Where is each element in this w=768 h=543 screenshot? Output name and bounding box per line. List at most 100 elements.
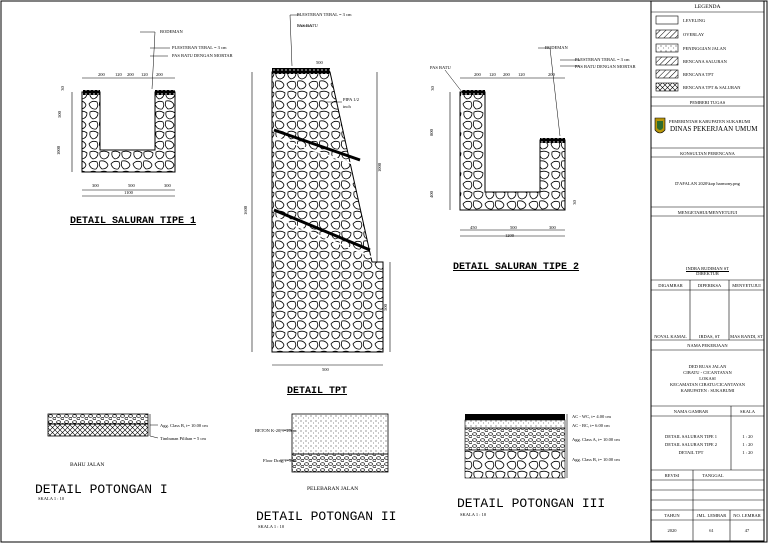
project-header: NAMA PEKERJAAN bbox=[687, 343, 728, 348]
legend-item-tpt-saluran: RENCANA TPT & SALURAN bbox=[683, 85, 741, 90]
title-saluran-tipe-1: DETAIL SALURAN TIPE 1 bbox=[70, 216, 197, 227]
potongan-1-drawing bbox=[47, 413, 159, 439]
dim-left-1b: 1000 bbox=[56, 146, 61, 155]
title-saluran-tipe-2: DETAIL SALURAN TIPE 2 bbox=[453, 262, 580, 273]
name-menyetujui: MAS RANDI, ST bbox=[730, 334, 763, 339]
legend-item-tpt: RENCANA TPT bbox=[683, 72, 714, 77]
dim-small-2: 30 bbox=[571, 200, 577, 205]
label-pas-batu-2: PAS BATU bbox=[430, 65, 451, 70]
dim-bottom-2c: 300 bbox=[549, 225, 556, 230]
label-ac-wc: AC - WC, t= 4.00 cm bbox=[572, 414, 611, 419]
project-line4: KECAMATAN CIBATU/CICANTAYAN bbox=[670, 382, 745, 387]
dim-total-1: 1100 bbox=[124, 190, 133, 195]
name-diperiksa: IRDAS, ST bbox=[698, 334, 720, 339]
label-agg-b-1: Agg. Class B, t= 10.00 cm bbox=[160, 423, 208, 428]
potongan-3-drawing bbox=[464, 414, 568, 479]
consultant-logo-text: D'AFALAN 2020\kop harmony.png bbox=[675, 181, 740, 186]
tpt-drawing bbox=[251, 14, 391, 366]
caption-bahu-jalan: BAHU JALAN bbox=[70, 462, 105, 468]
dim-right-bottom-tpt: 500 bbox=[382, 304, 388, 311]
dim-top-2a: 200 bbox=[474, 72, 481, 77]
col-diperiksa: DIPERIKSA bbox=[697, 283, 722, 288]
label-plesteran-1: PLESTERAN TEBAL = 3 cm bbox=[172, 45, 227, 50]
saluran-tipe-2-drawing bbox=[444, 47, 580, 237]
drawing-scale-header: SKALA bbox=[739, 409, 755, 414]
dim-bottom-1a: 300 bbox=[92, 183, 99, 188]
approval-person-sub: DIREKTUR bbox=[696, 271, 719, 276]
legend-item-overlay: OVERLAY bbox=[683, 32, 705, 37]
revision-col2: TANGGAL bbox=[702, 473, 724, 478]
drawing-item-2: DETAIL SALURAN TIPE 2 bbox=[664, 442, 717, 447]
label-bodeman-1: BODEMAN bbox=[160, 29, 183, 34]
dim-bottom-1c: 300 bbox=[164, 183, 171, 188]
label-pipa: PIPA 1/2 bbox=[343, 97, 359, 102]
project-line5: KABUPATEN : SUKABUMI bbox=[680, 388, 735, 393]
label-agg-a: Agg. Class A, t= 10.00 cm bbox=[572, 437, 620, 442]
label-plesteran-tpt: PLESTERAN TEBAL = 3 cm bbox=[297, 12, 352, 17]
dim-left-2c: 400 bbox=[428, 191, 434, 198]
dim-bottom-2a: 450 bbox=[470, 225, 477, 230]
drawing-scale-1: 1 : 20 bbox=[742, 434, 753, 439]
scale-potongan-3: SKALA 1 : 10 bbox=[460, 512, 487, 517]
saluran-tipe-1-drawing bbox=[71, 31, 176, 197]
label-ac-bc: AC - BC, t= 6.00 cm bbox=[572, 423, 610, 428]
dim-bottom-1b: 500 bbox=[128, 183, 135, 188]
footer-no: NO. LEMBAR bbox=[733, 513, 761, 518]
legend-title: LEGENDA bbox=[694, 4, 721, 10]
name-digambar: NOVAL KAMAL bbox=[654, 334, 687, 339]
dim-bottom-2b: 500 bbox=[510, 225, 517, 230]
dim-top-1d: 120 bbox=[141, 72, 148, 77]
label-inch: inch bbox=[343, 104, 351, 109]
dim-top-2d: 120 bbox=[518, 72, 525, 77]
legend-item-saluran: RENCANA SALURAN bbox=[683, 59, 727, 64]
drawing-item-3: DETAIL TPT bbox=[678, 450, 704, 455]
col-menyetujui: MENYETUJUI bbox=[732, 283, 761, 288]
dim-left-2a: 30 bbox=[429, 86, 435, 91]
label-bodeman-2: BODEMAN bbox=[545, 45, 568, 50]
dim-small-1: 30 bbox=[59, 86, 65, 91]
scale-potongan-2: SKALA 1 : 10 bbox=[258, 524, 285, 529]
dim-top-1a: 200 bbox=[98, 72, 105, 77]
footer-jml: JML. LEMBAR bbox=[696, 513, 727, 518]
label-pas-batu-mortar-2: PAS BATU DENGAN MORTAR bbox=[575, 64, 636, 69]
drawing-item-1: DETAIL SALURAN TIPE 1 bbox=[664, 434, 717, 439]
dim-top-2e: 200 bbox=[548, 72, 555, 77]
label-pas-batu-1: PAS BATU DENGAN MORTAR bbox=[172, 53, 233, 58]
dim-left-2b: 800 bbox=[428, 129, 434, 136]
footer-jml-value: 61 bbox=[709, 528, 714, 533]
dim-top-1c: 200 bbox=[127, 72, 134, 77]
potongan-2-drawing bbox=[280, 413, 389, 473]
dim-top-tpt: 500 bbox=[316, 60, 323, 65]
label-plesteran-2: PLESTERAN TEBAL = 3 cm bbox=[575, 57, 630, 62]
drawing-name-header: NAMA GAMBAR bbox=[673, 409, 709, 414]
project-line1: DED RUAS JALAN bbox=[688, 364, 727, 369]
approval-person: INDRA RUDIMAN ST bbox=[685, 266, 729, 271]
drawing-scale-2: 1 : 20 bbox=[742, 442, 753, 447]
col-digambar: DIGAMBAR bbox=[658, 283, 683, 288]
dim-total-2: 1200 bbox=[505, 233, 514, 238]
owner-line1: PEMERINTAH KABUPATEN SUKABUMI bbox=[669, 119, 751, 124]
footer-tahun-value: 2020 bbox=[667, 528, 677, 533]
dim-right-top-tpt: 1000 bbox=[377, 163, 382, 172]
title-potongan-1: DETAIL POTONGAN I bbox=[35, 482, 168, 497]
legend-item-peninggian: PENINGGIAN JALAN bbox=[683, 46, 727, 51]
footer-tahun: TAHUN bbox=[664, 513, 680, 518]
legend-item-leveling: LEVELING bbox=[683, 18, 706, 23]
scale-potongan-1: SKALA 1 : 10 bbox=[38, 496, 65, 501]
owner-header: PEMBERI TUGAS bbox=[689, 100, 726, 105]
dim-top-2c: 200 bbox=[503, 72, 510, 77]
label-pas-batu-tpt: PAS BATU bbox=[297, 23, 318, 28]
dim-top-2b: 120 bbox=[489, 72, 496, 77]
title-potongan-2: DETAIL POTONGAN II bbox=[256, 509, 397, 524]
dim-bottom-tpt: 500 bbox=[322, 367, 329, 372]
label-agg-b-3: Agg. Class B, t= 10.00 cm bbox=[572, 457, 620, 462]
dim-left-tpt: 1600 bbox=[243, 206, 248, 215]
dim-top-1e: 200 bbox=[156, 72, 163, 77]
revision-col1: REVISI bbox=[664, 473, 680, 478]
label-timbunan: Timbunan Pilihan = 5 cm bbox=[160, 436, 206, 441]
title-block-frame bbox=[650, 0, 765, 542]
caption-pelebaran: PELEBARAN JALAN bbox=[307, 486, 359, 492]
